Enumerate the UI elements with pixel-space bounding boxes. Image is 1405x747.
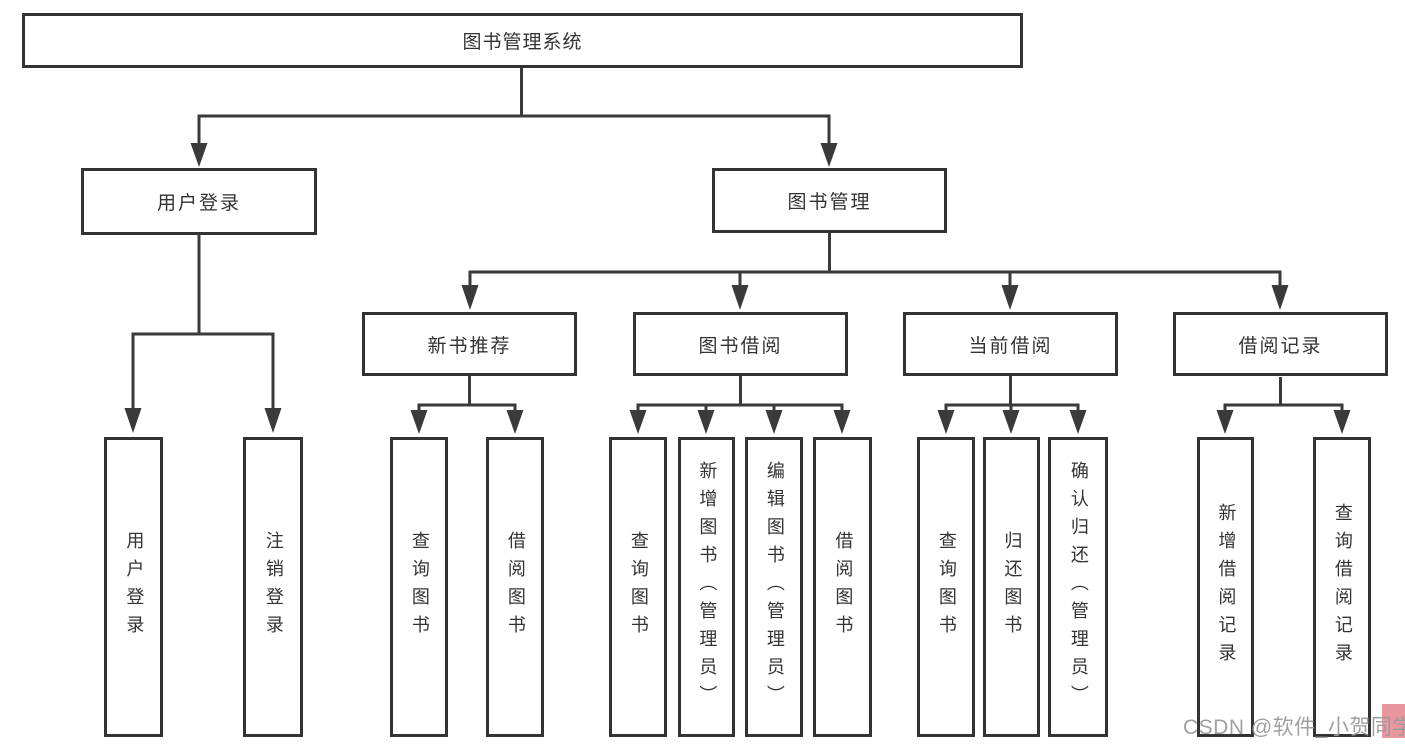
leaf-query-books-borrowing-label: 查询图书 — [628, 531, 649, 643]
node-user-login: 用户登录 — [81, 168, 317, 235]
watermark: CSDN @软件_小贺同学 — [1183, 716, 1405, 739]
leaf-edit-book-admin: 编辑图书（管理员） — [745, 437, 803, 737]
leaf-user-login: 用户登录 — [104, 437, 163, 737]
node-book-management: 图书管理 — [712, 168, 947, 233]
leaf-borrow-books-borrowing: 借阅图书 — [813, 437, 872, 737]
leaf-add-borrow-record: 新增借阅记录 — [1197, 437, 1254, 737]
watermark-accent-block — [1382, 704, 1405, 738]
leaf-query-books-recommend-label: 查询图书 — [409, 531, 430, 643]
node-borrowing-records: 借阅记录 — [1173, 312, 1388, 376]
leaf-edit-book-admin-label: 编辑图书（管理员） — [764, 461, 785, 713]
node-current-borrowing: 当前借阅 — [903, 312, 1118, 376]
leaf-borrow-books-recommend-label: 借阅图书 — [505, 531, 526, 643]
root-node-library-system: 图书管理系统 — [22, 13, 1023, 68]
leaf-query-books-borrowing: 查询图书 — [609, 437, 667, 737]
leaf-add-book-admin: 新增图书（管理员） — [678, 437, 735, 737]
leaf-query-borrow-record: 查询借阅记录 — [1313, 437, 1371, 737]
leaf-query-books-current: 查询图书 — [917, 437, 975, 737]
leaf-return-book-label: 归还图书 — [1002, 531, 1023, 643]
node-book-management-label: 图书管理 — [787, 192, 872, 213]
node-book-borrowing: 图书借阅 — [633, 312, 848, 376]
leaf-query-books-current-label: 查询图书 — [936, 531, 957, 643]
leaf-borrow-books-borrowing-label: 借阅图书 — [833, 531, 854, 643]
node-new-book-recommend-label: 新书推荐 — [427, 335, 512, 357]
node-new-book-recommend: 新书推荐 — [362, 312, 577, 376]
leaf-borrow-books-recommend: 借阅图书 — [486, 437, 544, 737]
leaf-logout: 注销登录 — [243, 437, 303, 737]
leaf-add-borrow-record-label: 新增借阅记录 — [1216, 503, 1237, 671]
node-current-borrowing-label: 当前借阅 — [968, 335, 1053, 357]
leaf-logout-label: 注销登录 — [263, 531, 284, 643]
node-book-borrowing-label: 图书借阅 — [698, 335, 783, 357]
root-node-label: 图书管理系统 — [462, 32, 583, 53]
leaf-add-book-admin-label: 新增图书（管理员） — [697, 461, 718, 713]
leaf-confirm-return-admin-label: 确认归还（管理员） — [1068, 461, 1089, 713]
leaf-confirm-return-admin: 确认归还（管理员） — [1048, 437, 1108, 737]
leaf-query-books-recommend: 查询图书 — [390, 437, 448, 737]
leaf-return-book: 归还图书 — [983, 437, 1040, 737]
leaf-user-login-label: 用户登录 — [124, 531, 145, 643]
node-borrowing-records-label: 借阅记录 — [1238, 335, 1323, 357]
node-user-login-label: 用户登录 — [156, 193, 241, 214]
leaf-query-borrow-record-label: 查询借阅记录 — [1332, 503, 1353, 671]
